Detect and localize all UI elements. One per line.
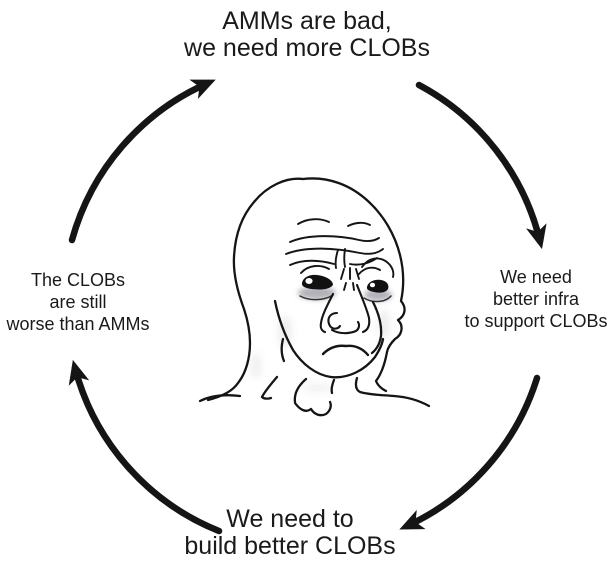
- cycle-step-left-line-2: are still: [49, 292, 107, 312]
- cycle-step-top-line-2: we need more CLOBs: [184, 34, 430, 62]
- cycle-step-bottom-line-2: build better CLOBs: [184, 532, 396, 560]
- cycle-step-top-line-1: AMMs are bad,: [222, 7, 392, 35]
- nose: [319, 283, 371, 335]
- arrow-top-to-right: [415, 81, 547, 250]
- cycle-step-right: We need better infra to support CLOBs: [464, 266, 607, 332]
- cycle-step-right-line-1: We need: [500, 267, 572, 287]
- right-eye: [366, 279, 389, 293]
- cycle-step-right-line-3: to support CLOBs: [464, 311, 608, 331]
- neck-and-shoulders: [198, 337, 431, 417]
- right-under-eye-line: [363, 295, 392, 303]
- left-under-eye-line: [299, 294, 334, 301]
- cycle-step-left-line-3: worse than AMMs: [6, 314, 150, 334]
- cycle-step-right-line-2: better infra: [492, 289, 580, 309]
- arrow-bottom-to-left: [68, 359, 223, 535]
- collarbone-line: [293, 400, 332, 417]
- cycle-step-top: AMMs are bad, we need more CLOBs: [0, 8, 614, 62]
- cycle-step-bottom: We need to build better CLOBs: [184, 506, 395, 560]
- left-eye-highlight: [305, 278, 313, 284]
- forehead-wrinkles: [285, 218, 384, 266]
- eyes: [299, 274, 392, 303]
- right-eye-highlight: [369, 282, 376, 288]
- cycle-step-left-line-1: The CLOBs: [30, 270, 126, 290]
- mouth: [321, 344, 370, 357]
- arrow-right-to-bottom: [399, 374, 541, 530]
- arrow-left-to-top: [68, 79, 216, 244]
- brow-furrows: [300, 248, 395, 291]
- eye-bags: [298, 286, 392, 301]
- head-outline: [206, 177, 406, 402]
- cycle-step-bottom-line-1: We need to: [226, 505, 354, 533]
- wojak-face-illustration: [198, 177, 431, 417]
- cycle-step-left: The CLOBs are still worse than AMMs: [6, 269, 149, 335]
